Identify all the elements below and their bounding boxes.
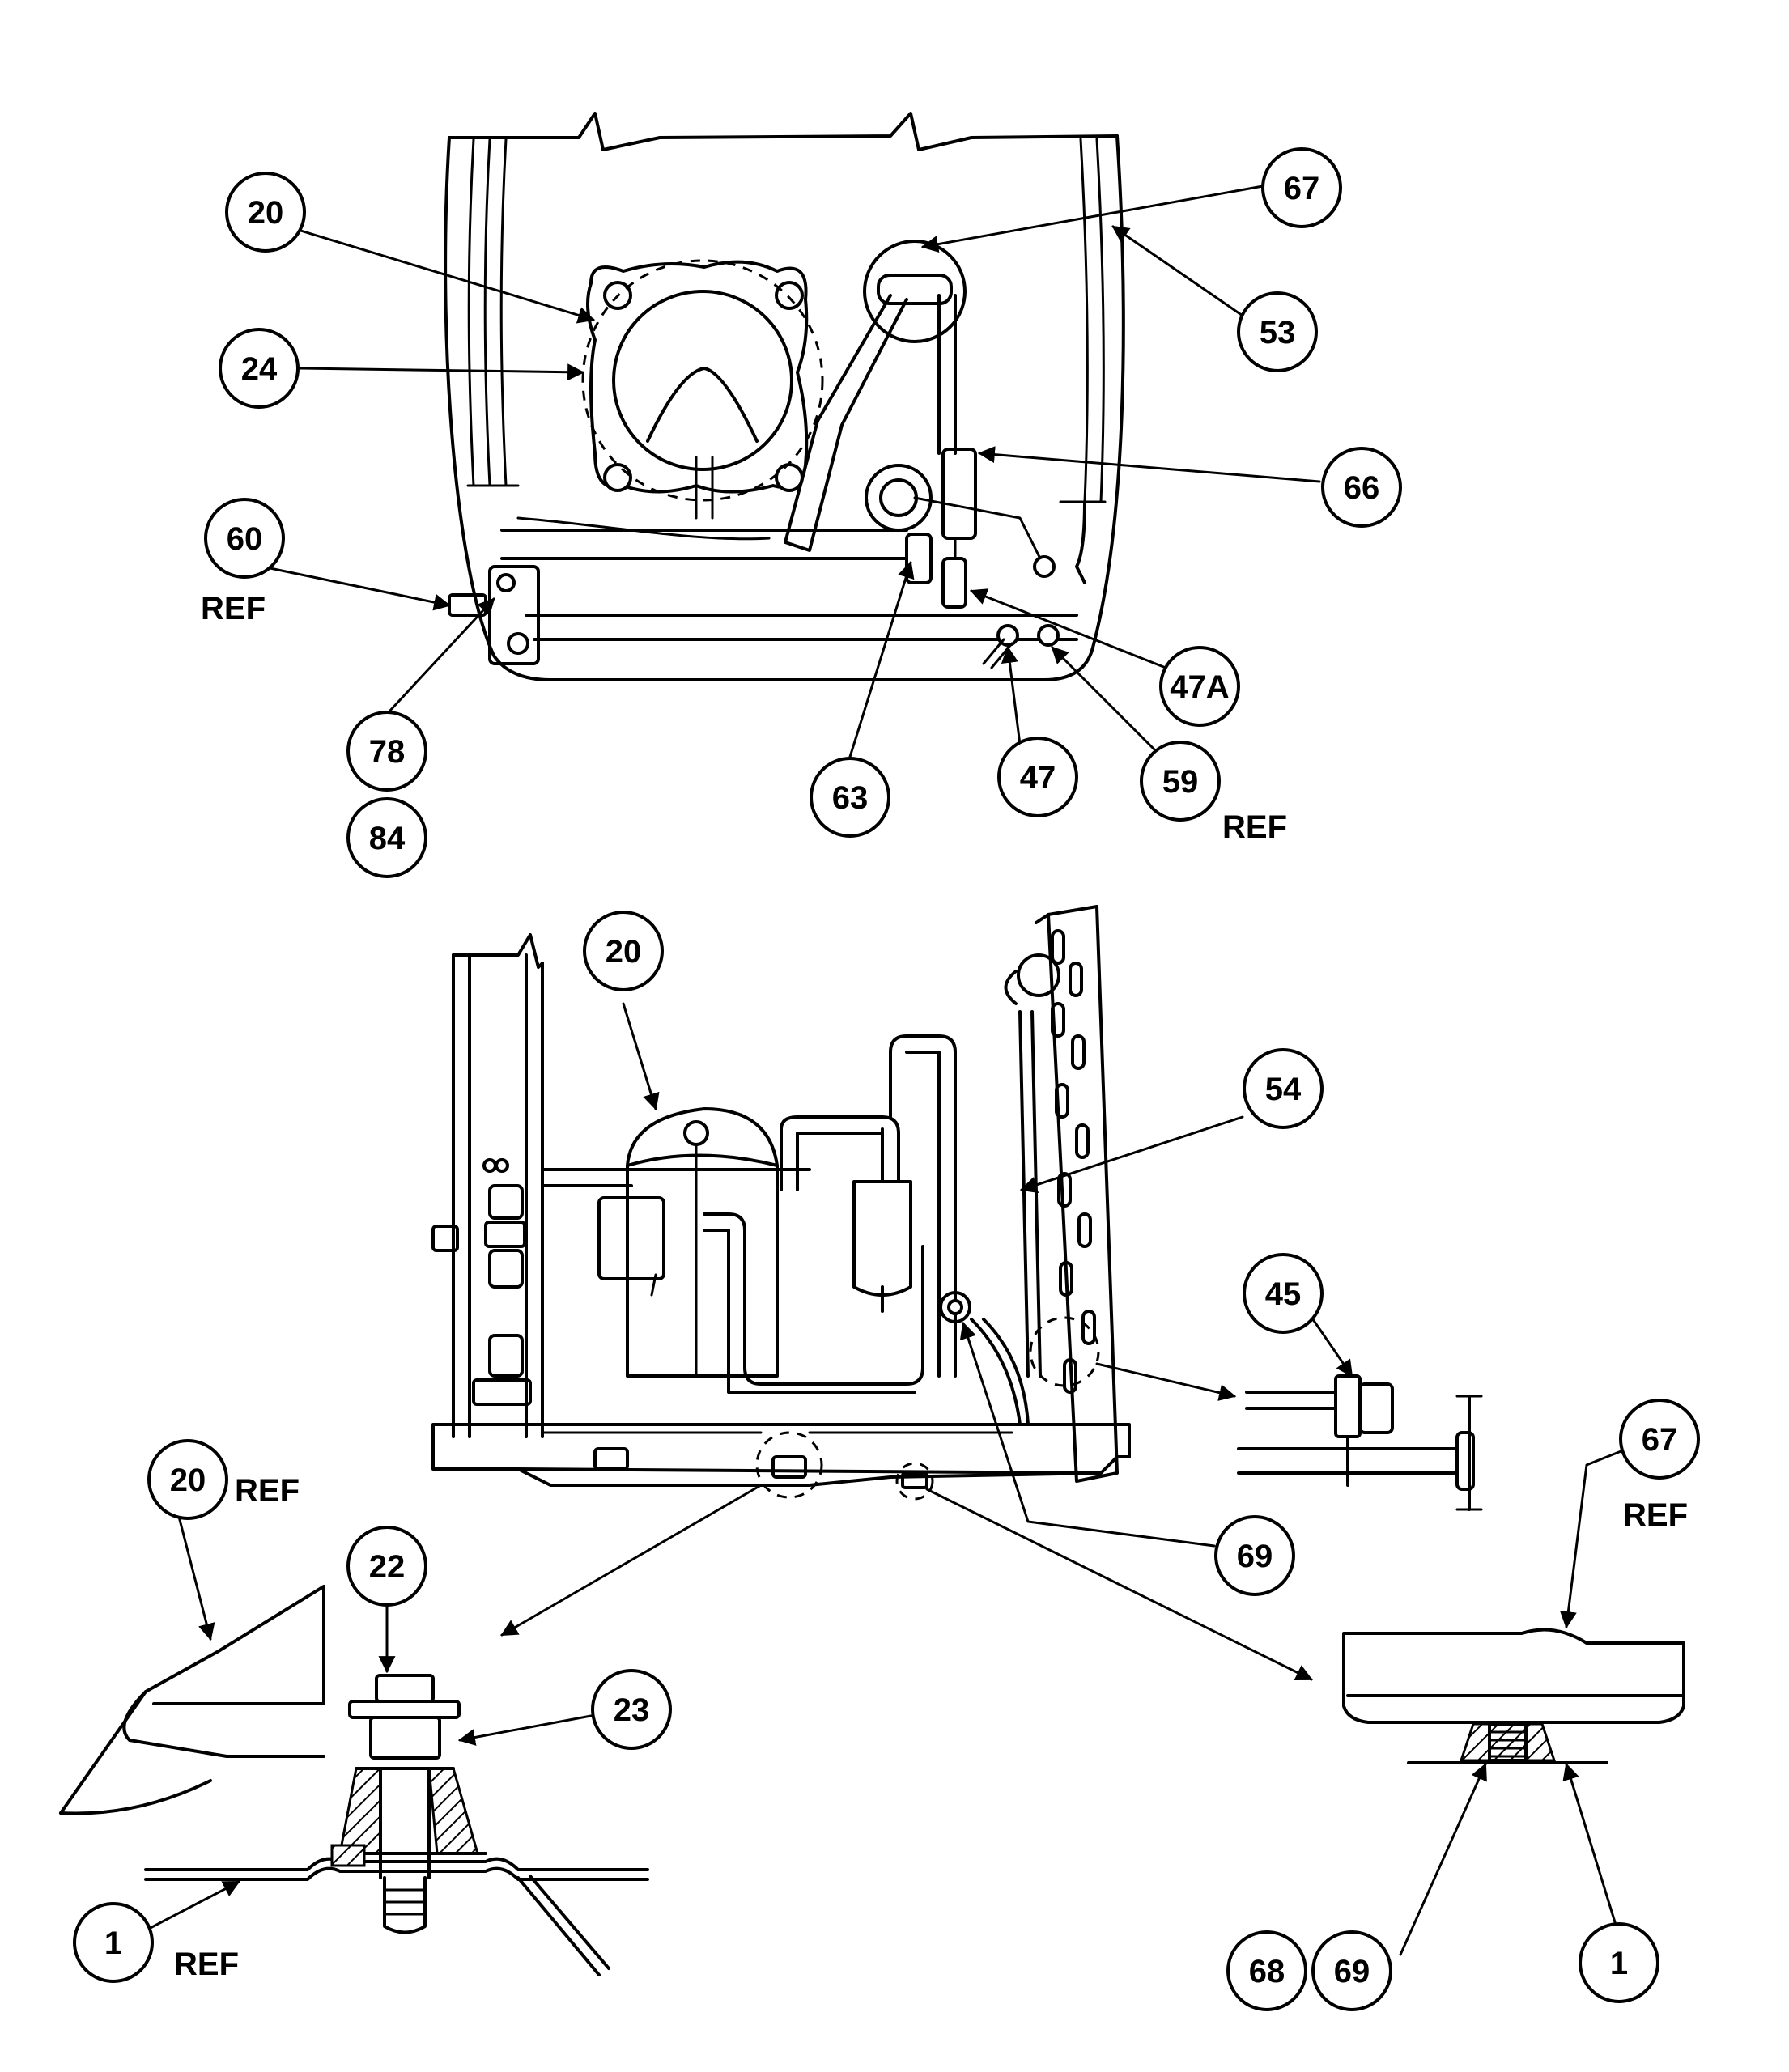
ref-label-20: REF: [235, 1473, 300, 1509]
svg-text:1: 1: [1610, 1946, 1628, 1981]
svg-text:47: 47: [1020, 760, 1056, 796]
svg-text:66: 66: [1344, 470, 1380, 506]
side-view-assembly: [431, 905, 1131, 1501]
svg-text:67: 67: [1284, 171, 1320, 206]
callout-67: 67: [1261, 147, 1342, 228]
callout-22: 22: [346, 1526, 427, 1607]
svg-text:78: 78: [369, 734, 406, 770]
svg-text:60: 60: [227, 521, 263, 557]
svg-text:20: 20: [248, 195, 284, 231]
callout-59: 59: [1140, 741, 1221, 822]
callout-24: 24: [219, 328, 300, 409]
callout-67-detail: 67: [1619, 1399, 1700, 1480]
callout-54: 54: [1243, 1048, 1324, 1129]
top-view-assembly: [444, 112, 1125, 681]
callout-69-side: 69: [1214, 1515, 1295, 1596]
detail-accumulator-foot: [1342, 1628, 1685, 1764]
callout-1-right: 1: [1579, 1922, 1659, 2003]
svg-text:24: 24: [241, 351, 278, 387]
callout-23: 23: [591, 1669, 672, 1750]
callout-78: 78: [346, 711, 427, 792]
ref-label-59: REF: [1222, 809, 1287, 845]
ref-label-1: REF: [174, 1947, 239, 1982]
callout-45: 45: [1243, 1253, 1324, 1334]
svg-text:47A: 47A: [1170, 669, 1229, 705]
svg-text:54: 54: [1265, 1072, 1302, 1107]
svg-text:20: 20: [170, 1463, 206, 1498]
svg-text:1: 1: [104, 1926, 122, 1961]
svg-text:20: 20: [606, 934, 642, 970]
callout-63: 63: [810, 757, 890, 838]
callout-20-side: 20: [583, 911, 664, 991]
detail-45-fitting: [1237, 1374, 1483, 1511]
callout-60: 60: [204, 498, 285, 579]
callout-20: 20: [225, 172, 306, 253]
callout-69-detail: 69: [1311, 1930, 1392, 2011]
svg-text:69: 69: [1334, 1954, 1370, 1989]
callout-20-detail: 20: [147, 1439, 228, 1520]
svg-text:84: 84: [369, 821, 406, 856]
callout-1-left: 1: [73, 1902, 154, 1983]
callout-84: 84: [346, 797, 427, 878]
svg-text:68: 68: [1249, 1954, 1285, 1989]
callout-47: 47: [997, 737, 1078, 817]
svg-text:53: 53: [1260, 315, 1296, 350]
svg-text:22: 22: [369, 1549, 406, 1585]
svg-text:45: 45: [1265, 1276, 1302, 1312]
svg-text:23: 23: [614, 1692, 650, 1728]
svg-text:67: 67: [1642, 1422, 1678, 1458]
ref-labels: REF REF REF REF REF: [174, 591, 1688, 1982]
svg-text:59: 59: [1162, 764, 1199, 800]
ref-label-60: REF: [201, 591, 266, 626]
svg-text:69: 69: [1237, 1539, 1273, 1574]
callout-68: 68: [1226, 1930, 1307, 2011]
callout-53: 53: [1237, 291, 1318, 372]
leader-lines: [144, 185, 1629, 1956]
callout-47a: 47A: [1159, 646, 1240, 727]
callouts: 20 24 67 53 66 60 47A 78 84 63 47 59 20 …: [73, 147, 1700, 2011]
detail-mount-bolt: [59, 1585, 649, 1976]
ref-label-67: REF: [1623, 1497, 1688, 1533]
callout-66: 66: [1321, 447, 1402, 528]
svg-text:63: 63: [832, 780, 869, 816]
